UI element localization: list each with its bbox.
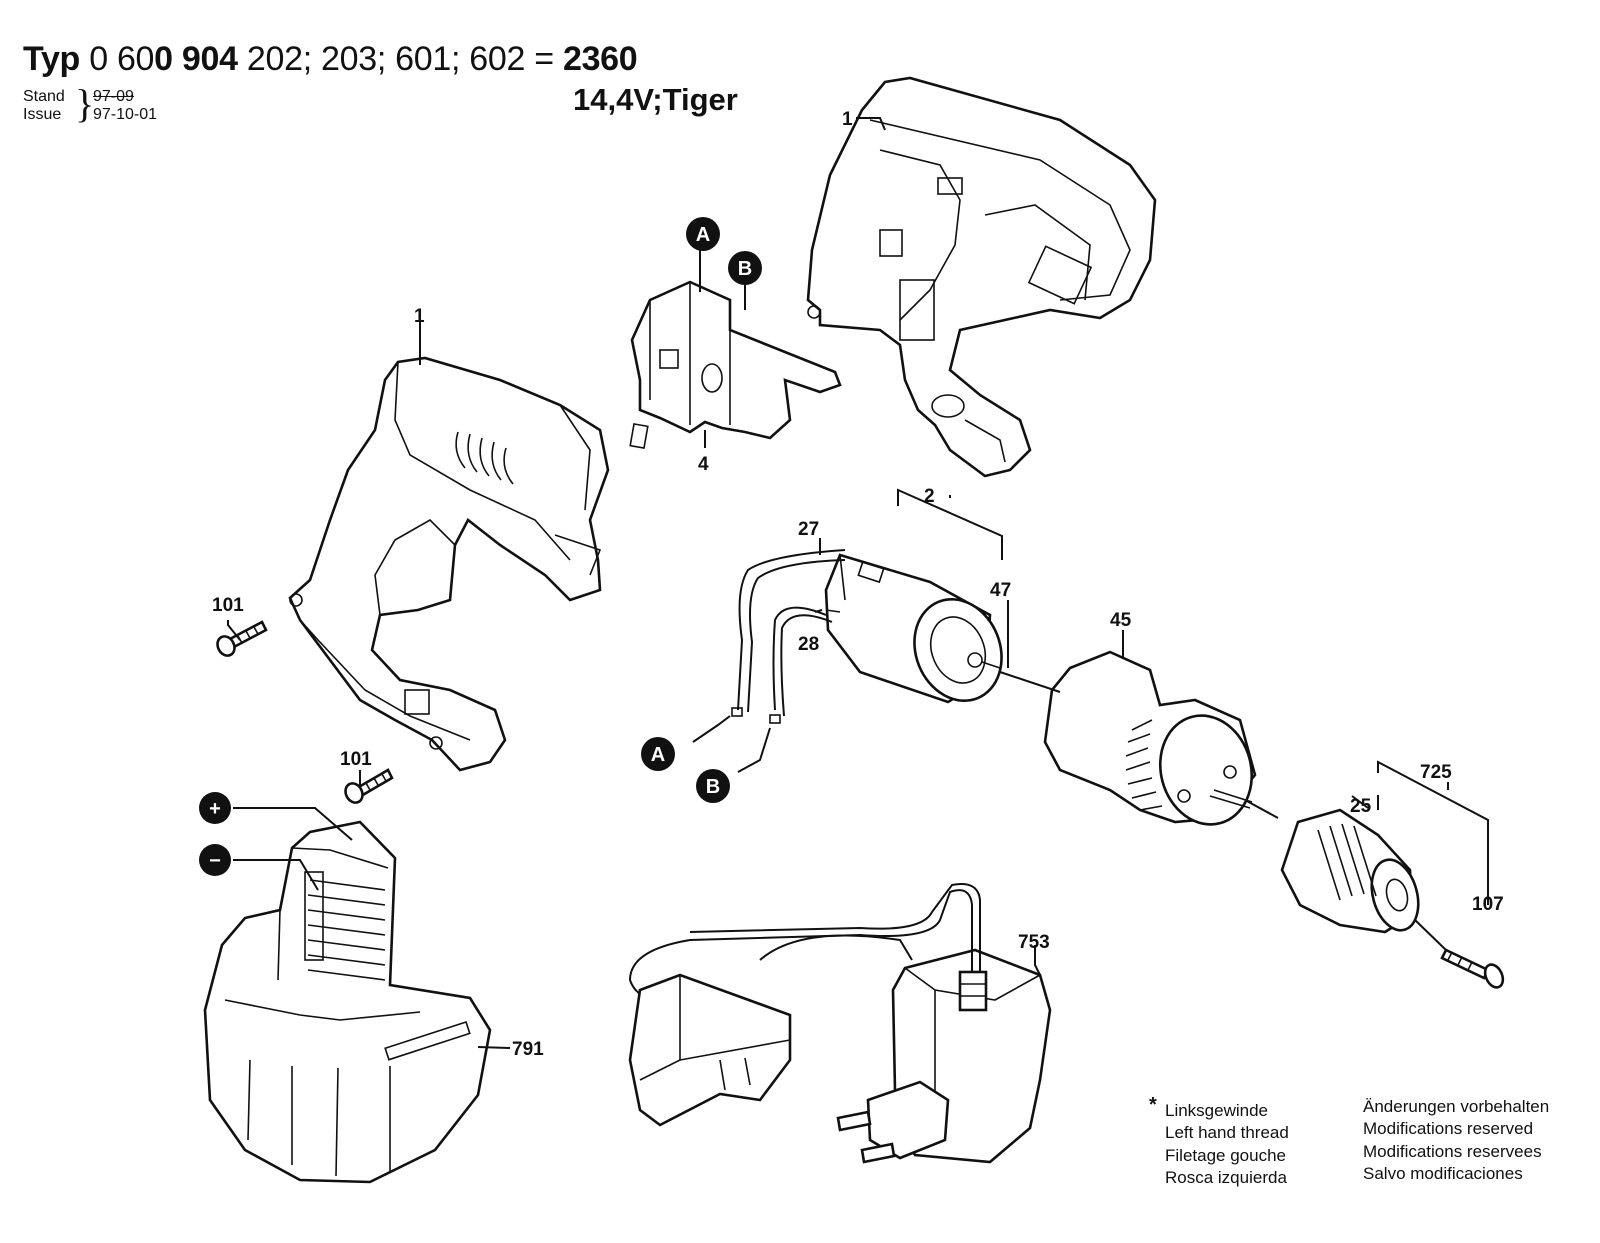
housing-half-upper [806, 76, 1157, 478]
parts-list-title: Typ 0 600 904 202; 203; 601; 602 = 2360 [23, 40, 638, 79]
screw-101-lower [344, 768, 394, 804]
motor-wires [731, 549, 846, 724]
part-label-45: 45 [1110, 610, 1132, 631]
part-label-101-lower: 101 [340, 749, 372, 770]
brace-icon: } [75, 81, 95, 126]
type-variants: 202; 203; 601; 602 = [246, 40, 554, 78]
legend-spanish: Rosca izquierda [1165, 1168, 1287, 1187]
part-label-107: 107 [1472, 894, 1504, 915]
svg-text:+: + [209, 798, 221, 820]
notice-english: Modifications reserved [1363, 1119, 1534, 1138]
notice-french: Modifications reservees [1363, 1142, 1542, 1161]
marker-a-switch: A [686, 217, 720, 251]
drill-chuck [1280, 808, 1420, 934]
stand-label: Stand [23, 88, 65, 105]
marker-b-wire: B [696, 769, 730, 803]
issue-date: 97-10-01 [93, 106, 158, 123]
part-label-725: 725 [1420, 762, 1452, 783]
part-label-1-lower: 1 [414, 306, 425, 327]
typ-label: Typ [23, 40, 81, 78]
part-label-47: 47 [990, 580, 1011, 601]
charger-plug [836, 1080, 950, 1164]
svg-text:A: A [651, 744, 665, 766]
screw-101-upper [216, 620, 268, 657]
model-subtitle: 14,4V;Tiger [573, 82, 738, 117]
minus-terminal-icon: − [199, 844, 231, 876]
part-label-101-upper: 101 [212, 595, 244, 616]
marker-b-switch: B [728, 251, 762, 285]
notice-spanish: Salvo modificaciones [1363, 1164, 1523, 1183]
part-label-2: 2 [924, 486, 935, 507]
housing-half-lower [288, 356, 610, 772]
part-label-791: 791 [512, 1039, 544, 1060]
svg-text:B: B [738, 258, 752, 280]
svg-text:−: − [209, 850, 221, 872]
screw-107 [1440, 948, 1505, 989]
battery-pack [203, 820, 492, 1184]
legend-german: Linksgewinde [1165, 1101, 1269, 1120]
legend-english: Left hand thread [1165, 1123, 1289, 1142]
leader-lines [227, 117, 1489, 1049]
left-hand-thread-marker: * [1149, 1094, 1157, 1116]
legend-french: Filetage gouche [1165, 1146, 1286, 1165]
vent-slots [455, 431, 514, 485]
type-number-a: 0 60 [89, 40, 155, 78]
model-code: 2360 [562, 40, 638, 78]
charger-connector [628, 973, 792, 1127]
issue-label: Issue [23, 106, 62, 123]
notice-german: Änderungen vorbehalten [1363, 1097, 1550, 1116]
gearbox-ridges [1125, 719, 1163, 811]
battery-ribs [307, 879, 386, 981]
svg-text:A: A [696, 224, 710, 246]
svg-text:B: B [706, 776, 720, 798]
stand-date-struck: 97-09 [93, 88, 134, 105]
part-label-28: 28 [798, 634, 819, 655]
part-25-strike [1351, 795, 1369, 809]
marker-a-wire: A [641, 737, 675, 771]
part-label-27: 27 [798, 519, 819, 540]
part-label-4: 4 [698, 454, 709, 475]
type-number-b: 0 904 [154, 40, 238, 78]
gearbox [1043, 650, 1257, 826]
motor-assembly [824, 553, 1003, 704]
part-number-labels: 1 1 4 2 27 28 47 45 101 101 725 25 107 7… [212, 109, 1504, 1060]
part-label-25: 25 [1350, 796, 1372, 817]
part-label-1-upper: 1 [842, 109, 853, 130]
part-label-753: 753 [1018, 932, 1050, 953]
plus-terminal-icon: + [199, 792, 231, 824]
charger [628, 883, 1052, 1164]
switch-assembly [629, 280, 842, 449]
